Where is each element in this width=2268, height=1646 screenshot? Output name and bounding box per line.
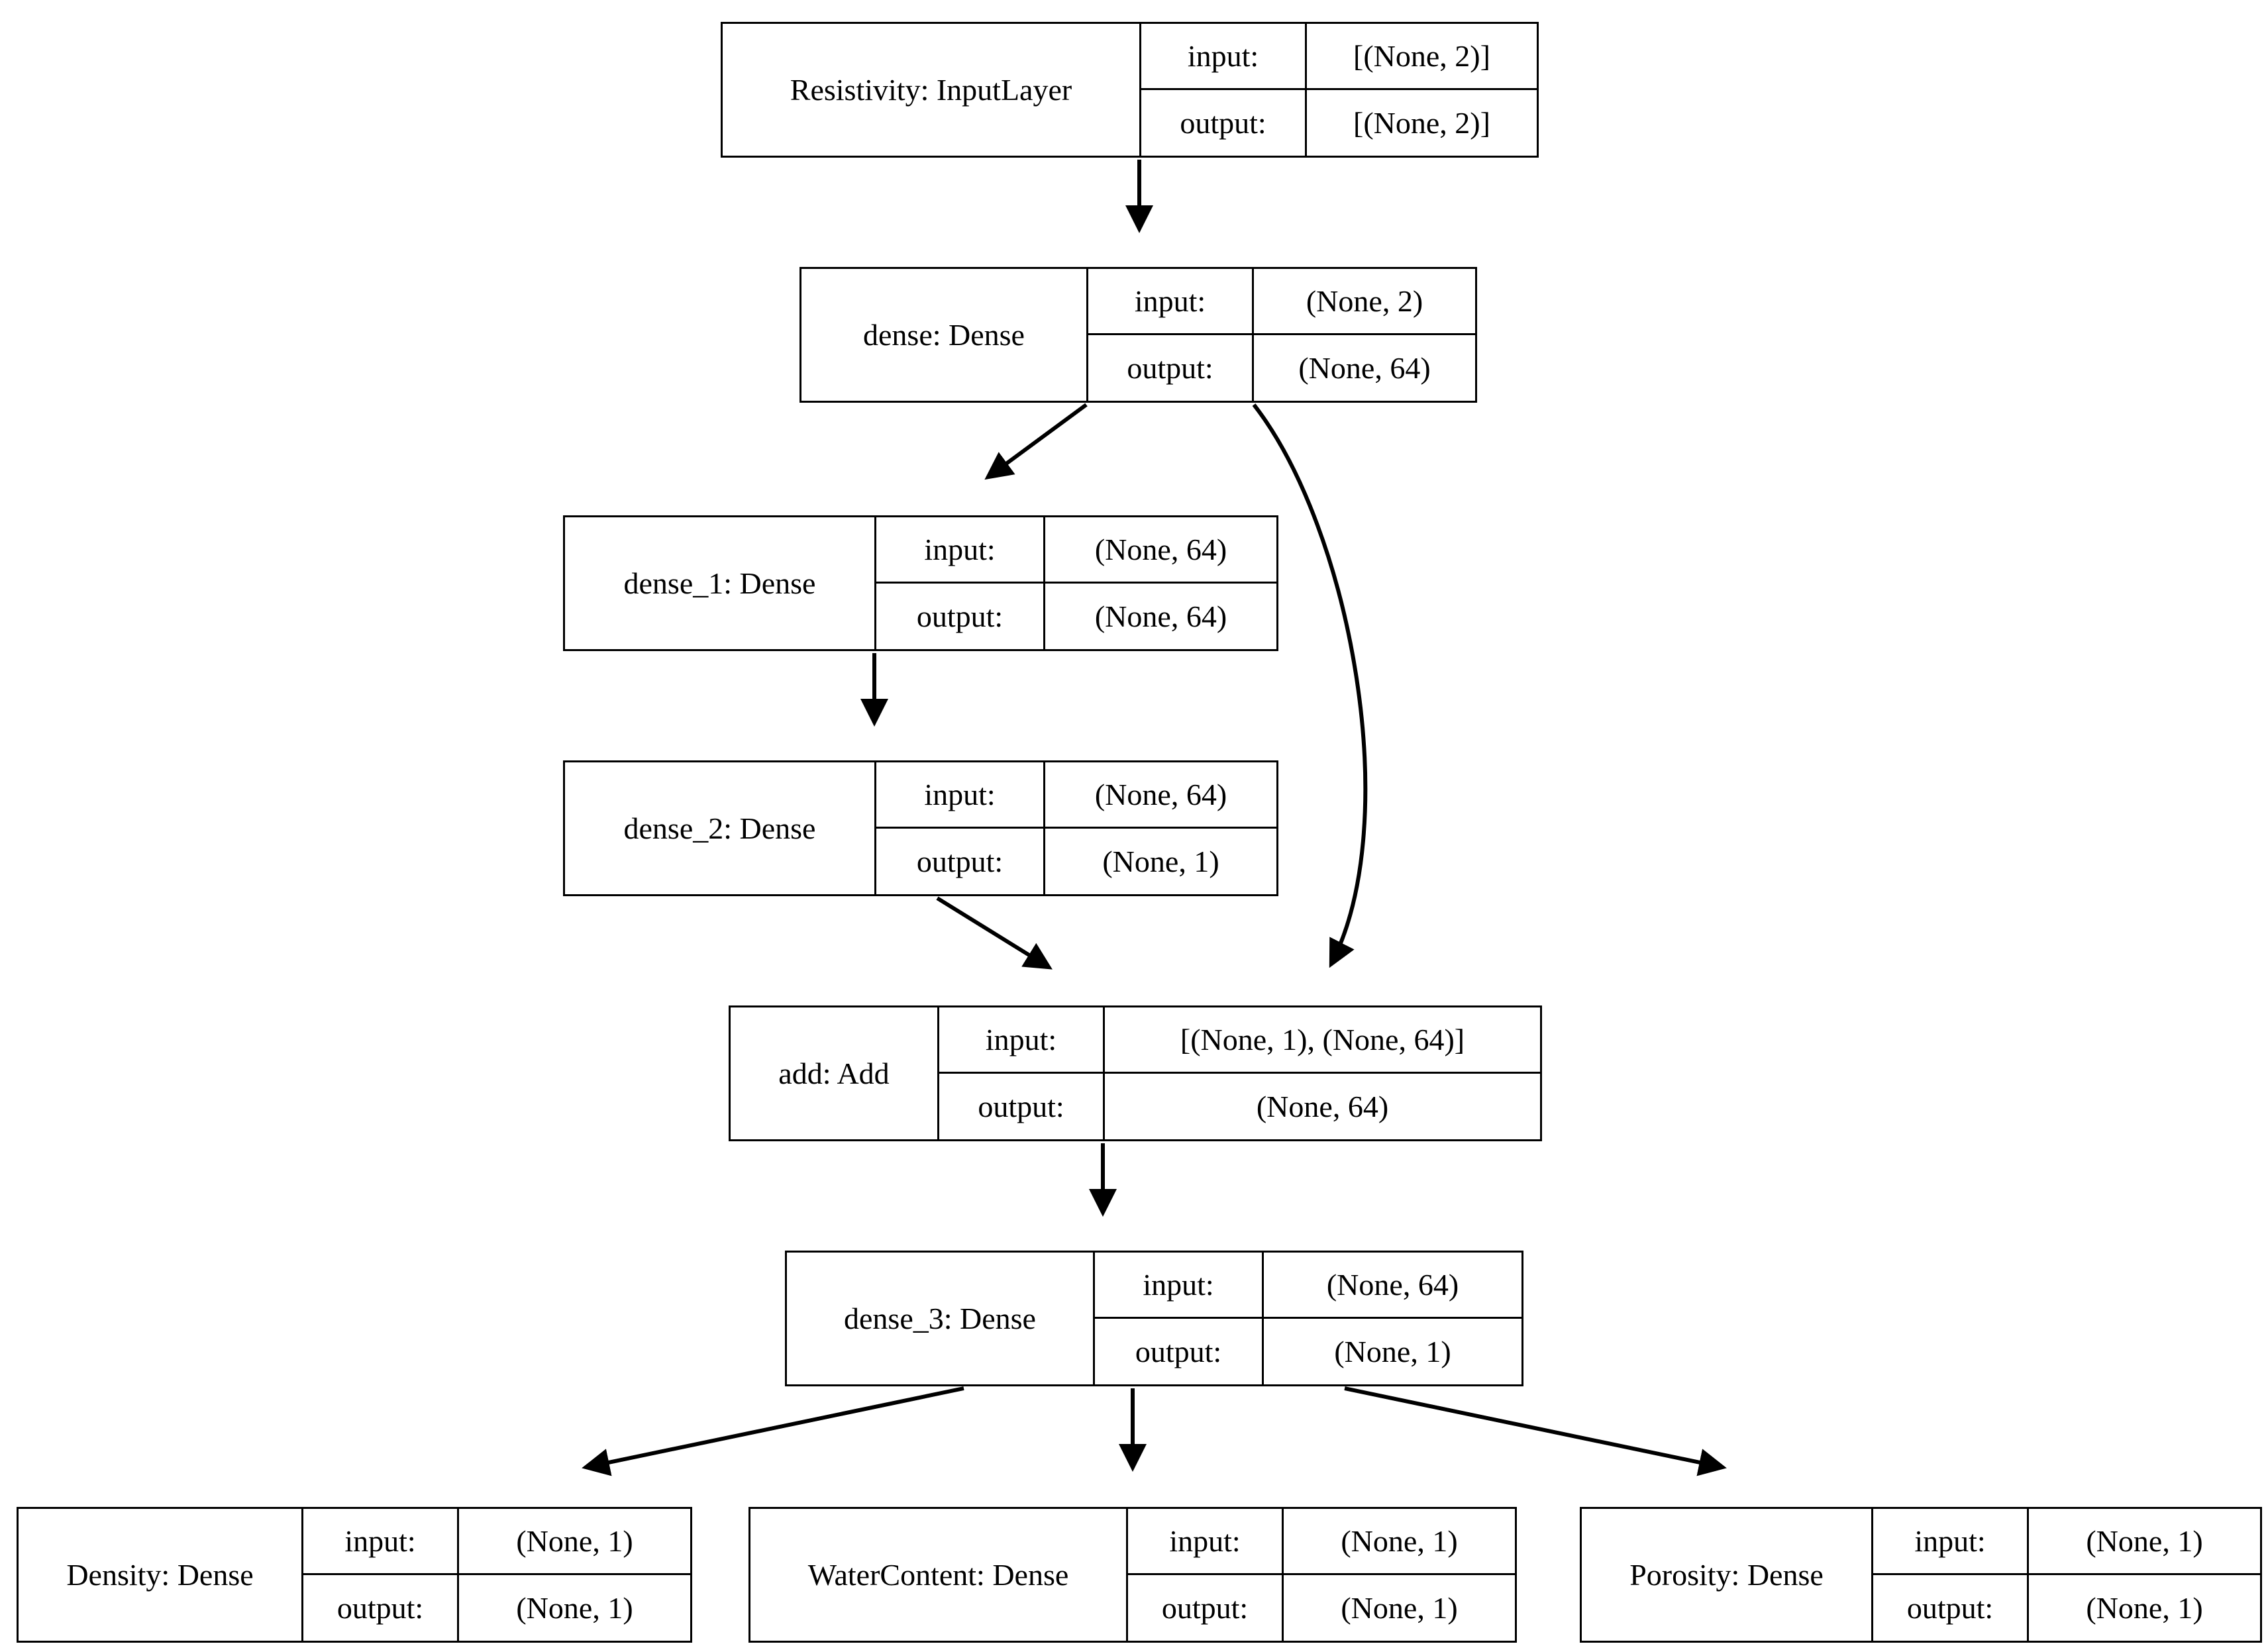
layer-input-shape-add: [(None, 1), (None, 64)] xyxy=(1180,1022,1465,1056)
layer-output-label-watercontent: output: xyxy=(1128,1574,1284,1641)
layer-input-label-porosity: input: xyxy=(1873,1509,2029,1573)
layer-input-shape-dense_2: (None, 64) xyxy=(1094,777,1227,811)
layer-output-label-resistivity: output: xyxy=(1141,89,1307,156)
layer-io-table-watercontent: input: (None, 1) output: (None, 1) xyxy=(1128,1509,1515,1641)
layer-output-label-dense_3: output: xyxy=(1095,1318,1264,1384)
layer-output-label-dense_1: output: xyxy=(876,583,1045,649)
layer-input-row-dense_3: input: (None, 64) xyxy=(1095,1253,1521,1319)
layer-output-row-dense: output: (None, 64) xyxy=(1088,334,1475,401)
layer-input-shape-density: (None, 1) xyxy=(516,1523,633,1558)
layer-output-label-add: output: xyxy=(939,1073,1105,1139)
layer-output-shape-dense_1: (None, 64) xyxy=(1094,599,1227,633)
layer-output-row-density: output: (None, 1) xyxy=(303,1574,690,1641)
layer-input-label-dense_2: input: xyxy=(876,762,1045,827)
layer-input-shape-dense_3: (None, 64) xyxy=(1326,1267,1459,1302)
layer-input-label-add: input: xyxy=(939,1007,1105,1072)
layer-input-row-add: input: [(None, 1), (None, 64)] xyxy=(939,1007,1540,1074)
layer-name-watercontent: WaterContent: Dense xyxy=(750,1509,1128,1641)
layer-output-shape-dense: (None, 64) xyxy=(1298,350,1431,385)
layer-io-table-dense: input: (None, 2) output: (None, 64) xyxy=(1088,269,1475,401)
layer-output-shape-porosity: (None, 1) xyxy=(2086,1590,2203,1625)
edge-dense_3-to-porosity xyxy=(1344,1386,1727,1476)
layer-output-label-density: output: xyxy=(303,1574,459,1641)
layer-input-row-dense_2: input: (None, 64) xyxy=(876,762,1276,829)
layer-input-label-dense_3: input: xyxy=(1095,1253,1264,1317)
layer-name-add: add: Add xyxy=(731,1007,939,1139)
layer-input-label-dense_1: input: xyxy=(876,517,1045,582)
layer-input-label-density: input: xyxy=(303,1509,459,1573)
layer-output-row-dense_3: output: (None, 1) xyxy=(1095,1318,1521,1384)
layer-output-shape-watercontent: (None, 1) xyxy=(1341,1590,1458,1625)
layer-name-porosity: Porosity: Dense xyxy=(1582,1509,1873,1641)
layer-input-row-resistivity: input: [(None, 2)] xyxy=(1141,24,1537,90)
layer-output-label-porosity: output: xyxy=(1873,1574,2029,1641)
layer-input-label-resistivity: input: xyxy=(1141,24,1307,88)
layer-name-density: Density: Dense xyxy=(19,1509,303,1641)
layer-output-label-dense_2: output: xyxy=(876,828,1045,894)
layer-io-table-dense_2: input: (None, 64) output: (None, 1) xyxy=(876,762,1276,894)
layer-output-row-watercontent: output: (None, 1) xyxy=(1128,1574,1515,1641)
layer-input-label-watercontent: input: xyxy=(1128,1509,1284,1573)
layer-name-dense_3: dense_3: Dense xyxy=(787,1253,1095,1384)
layer-output-row-resistivity: output: [(None, 2)] xyxy=(1141,89,1537,156)
layer-output-row-dense_2: output: (None, 1) xyxy=(876,828,1276,894)
layer-input-row-porosity: input: (None, 1) xyxy=(1873,1509,2260,1575)
layer-name-resistivity: Resistivity: InputLayer xyxy=(723,24,1141,156)
layer-output-row-dense_1: output: (None, 64) xyxy=(876,583,1276,649)
layer-input-shape-resistivity: [(None, 2)] xyxy=(1353,38,1490,73)
layer-output-shape-resistivity: [(None, 2)] xyxy=(1353,105,1490,140)
edge-dense_3-to-density xyxy=(582,1386,964,1476)
edge-dense_2-to-add xyxy=(936,896,1053,970)
layer-output-shape-dense_3: (None, 1) xyxy=(1334,1334,1451,1368)
layer-io-table-add: input: [(None, 1), (None, 64)] output: (Non… xyxy=(939,1007,1540,1139)
layer-io-table-dense_1: input: (None, 64) output: (None, 64) xyxy=(876,517,1276,649)
layer-output-label-dense: output: xyxy=(1088,334,1254,401)
layer-output-shape-add: (None, 64) xyxy=(1256,1089,1389,1123)
layer-io-table-density: input: (None, 1) output: (None, 1) xyxy=(303,1509,690,1641)
layer-input-shape-dense_1: (None, 64) xyxy=(1094,532,1227,566)
layer-name-dense_1: dense_1: Dense xyxy=(565,517,876,649)
edge-dense-to-dense_1 xyxy=(984,403,1088,480)
layer-io-table-resistivity: input: [(None, 2)] output: [(None, 2)] xyxy=(1141,24,1537,156)
layer-output-shape-dense_2: (None, 1) xyxy=(1102,844,1219,878)
edge-dense-to-add xyxy=(1252,403,1368,968)
layer-input-row-watercontent: input: (None, 1) xyxy=(1128,1509,1515,1575)
layer-output-shape-density: (None, 1) xyxy=(516,1590,633,1625)
layer-io-table-porosity: input: (None, 1) output: (None, 1) xyxy=(1873,1509,2260,1641)
layer-input-shape-watercontent: (None, 1) xyxy=(1341,1523,1458,1558)
layer-input-label-dense: input: xyxy=(1088,269,1254,333)
layer-name-dense_2: dense_2: Dense xyxy=(565,762,876,894)
layer-name-dense: dense: Dense xyxy=(801,269,1088,401)
layer-io-table-dense_3: input: (None, 64) output: (None, 1) xyxy=(1095,1253,1521,1384)
layer-input-shape-dense: (None, 2) xyxy=(1306,283,1423,318)
layer-input-row-dense_1: input: (None, 64) xyxy=(876,517,1276,584)
layer-input-shape-porosity: (None, 1) xyxy=(2086,1523,2203,1558)
layer-output-row-add: output: (None, 64) xyxy=(939,1073,1540,1139)
layer-input-row-dense: input: (None, 2) xyxy=(1088,269,1475,335)
layer-input-row-density: input: (None, 1) xyxy=(303,1509,690,1575)
layer-output-row-porosity: output: (None, 1) xyxy=(1873,1574,2260,1641)
